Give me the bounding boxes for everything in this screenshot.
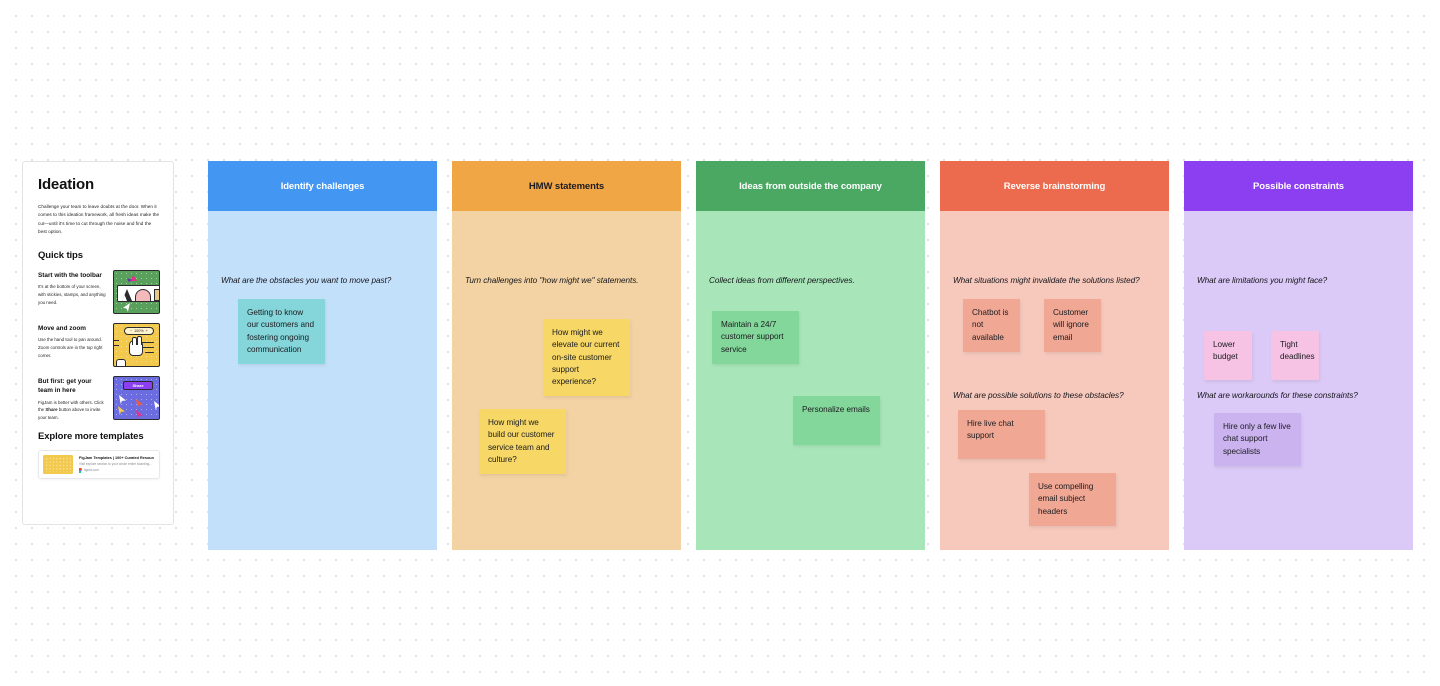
tip-title: Move and zoom [38,324,86,332]
sticky-note[interactable]: Personalize emails [793,396,880,445]
figma-logo-icon [79,468,82,473]
zoom-level-label: 100% [134,328,144,333]
collaborator-cursor-icon [154,400,159,410]
column-body: What are limitations you might face? What… [1184,211,1413,550]
toolbar-strip [117,284,159,302]
column-header: Possible constraints [1184,161,1413,211]
quick-tips-heading: Quick tips [38,249,83,261]
collaborator-cursor-icon [136,409,143,419]
column-title: Ideas from outside the company [739,180,882,192]
column-title: HMW statements [528,180,605,192]
intro-text: Challenge your team to leave doubts at t… [38,204,160,235]
column-header: Ideas from outside the company [696,161,925,211]
column-body: Collect ideas from different perspective… [696,211,925,550]
figjam-templates-link-card[interactable]: FigJam Templates | 100+ Curated Resource… [38,449,160,479]
tip-title: Start with the toolbar [38,271,102,279]
sticky-note[interactable]: Tight deadlines [1271,331,1319,380]
toolbar-thumbnail-icon [113,269,160,314]
link-title: FigJam Templates | 100+ Curated Resource… [79,455,154,460]
triangle-stamp-icon [130,274,137,281]
dot-grid-icon [45,456,71,472]
column-title: Possible constraints [1253,180,1344,192]
line-decoration [141,341,154,344]
sticky-note[interactable]: Hire live chat support [958,410,1045,459]
tip-get-team-in-here: But first: get your team in here FigJam … [38,375,160,422]
ideation-info-card[interactable]: Ideation Challenge your team to leave do… [22,161,174,525]
column-prompt: What are limitations you might face? [1197,276,1328,285]
column-body: What are the obstacles you want to move … [208,211,437,550]
explore-templates-heading: Explore more templates [38,430,144,442]
line-decoration [145,351,154,354]
zoom-out-icon: − [130,328,133,333]
line-decoration [114,339,119,342]
column-prompt: What are workarounds for these constrain… [1197,391,1358,400]
canvas-edge [0,0,1440,8]
canvas-edge [0,0,8,686]
tip-move-and-zoom: Move and zoom Use the hand tool to pan a… [38,322,160,367]
line-decoration [141,346,154,349]
link-description: Visit explore section to your whole enti… [79,462,152,467]
collaborator-cursor-icon [119,394,126,404]
dome-shape-icon [135,288,151,301]
line-decoration [114,344,119,347]
tip-body: It's at the bottom of your screen, with … [38,284,106,305]
column-header: HMW statements [452,161,681,211]
column-header: Reverse brainstorming [940,161,1169,211]
column-header: Identify challenges [208,161,437,211]
collaborator-cursor-icon [118,405,125,415]
zoom-in-icon: + [145,328,148,333]
shape-decoration [116,358,126,366]
link-domain: figma.com [79,468,154,473]
sticky-note[interactable]: Maintain a 24/7 customer support service [712,311,799,364]
canvas-edge [0,678,1440,686]
cursor-icon [123,302,130,312]
square-shape-icon [154,288,159,301]
share-thumbnail-icon: Share [113,375,160,420]
column-prompt: What situations might invalidate the sol… [953,276,1140,285]
column-title: Reverse brainstorming [1003,180,1106,192]
arrow-stamp-icon [127,277,132,282]
column-body: Turn challenges into "how might we" stat… [452,211,681,550]
tip-body: FigJam is better with others. Click the … [38,399,104,420]
triangle-tool-icon [122,288,132,301]
zoom-control-pill: − 100% + [124,326,154,335]
column-prompt: Collect ideas from different perspective… [709,276,855,285]
column-prompt: Turn challenges into "how might we" stat… [465,276,639,285]
canvas-edge [1432,0,1440,686]
tip-start-with-toolbar: Start with the toolbar It's at the botto… [38,269,160,314]
link-domain-label: figma.com [84,468,99,473]
hand-tool-icon [129,335,143,356]
column-prompt: What are possible solutions to these obs… [953,391,1124,400]
sticky-note[interactable]: Getting to know our customers and foster… [238,299,325,365]
sticky-note[interactable]: How might we elevate our current on-site… [543,319,630,397]
share-button-preview: Share [123,380,153,390]
link-thumbnail-icon [43,454,73,474]
tip-title: But first: get your team in here [38,377,92,395]
sticky-note[interactable]: Lower budget [1204,331,1252,380]
column-body: What situations might invalidate the sol… [940,211,1169,550]
zoom-thumbnail-icon: − 100% + [113,322,160,367]
column-title: Identify challenges [280,180,365,192]
column-prompt: What are the obstacles you want to move … [221,276,392,285]
sticky-note[interactable]: Use compelling email subject headers [1029,473,1116,526]
sticky-note[interactable]: How might we build our customer service … [479,409,566,475]
sticky-note[interactable]: Hire only a few live chat support specia… [1214,413,1301,466]
tip-body: Use the hand tool to pan around. Zoom co… [38,337,103,358]
sticky-note[interactable]: Customer will ignore email [1044,299,1101,352]
collaborator-cursor-icon [136,398,143,408]
page-title: Ideation [38,176,94,193]
sticky-note[interactable]: Chatbot is not available [963,299,1020,352]
